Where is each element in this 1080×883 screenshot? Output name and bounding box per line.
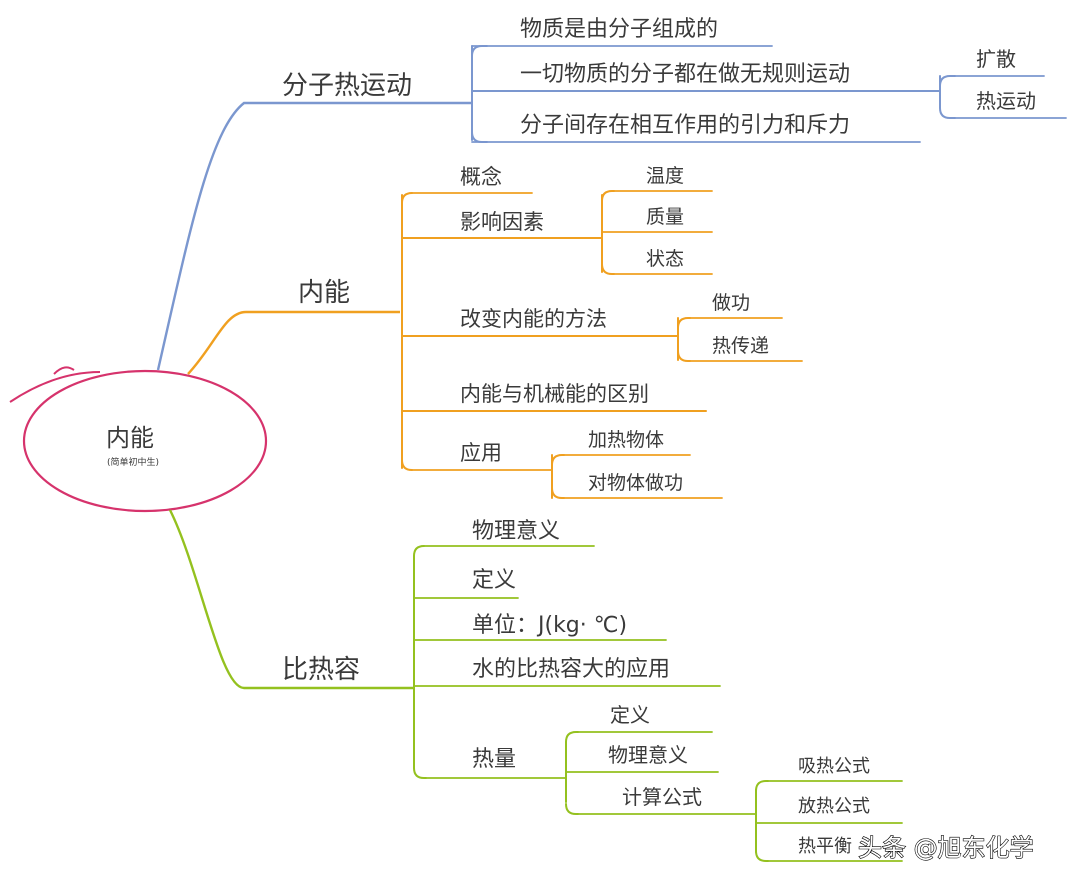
connector-root-branch-0 — [156, 101, 472, 371]
node-branch-1-child-1: 影响因素 — [460, 210, 544, 234]
connector-curve — [677, 317, 691, 329]
connector-curve — [565, 731, 579, 743]
connector-curve — [677, 350, 691, 362]
node-branch-1-child-2-sub-0: 做功 — [712, 292, 750, 314]
connector-curve — [755, 850, 769, 862]
node-branch-1-child-1-sub-2: 状态 — [646, 248, 684, 270]
node-branch-2-child-4-sub-2-leaf-2: 热平衡 — [798, 836, 852, 857]
connector-curve — [601, 190, 615, 204]
node-branch-2-child-4-sub-2: 计算公式 — [622, 785, 702, 809]
root-node[interactable]: 内能 (简单初中生) — [9, 366, 268, 513]
connector-root-branch-1 — [187, 310, 400, 375]
node-branch-1-child-2-sub-1: 热传递 — [712, 335, 769, 357]
node-branch-2-child-4-sub-2-leaf-0: 吸热公式 — [798, 756, 870, 777]
node-branch-1-child-1-sub-1: 质量 — [646, 206, 684, 228]
connector-curve — [565, 803, 579, 815]
connector-curve — [401, 192, 413, 206]
node-branch-2-child-0: 物理意义 — [472, 519, 560, 544]
connector-curve — [471, 45, 488, 61]
connector-curve — [551, 454, 565, 466]
connector-curve — [939, 75, 956, 87]
root-ellipse-stroke-tail — [53, 366, 75, 375]
node-branch-1-child-4: 应用 — [460, 441, 502, 465]
node-branch-2-child-4-sub-0: 定义 — [610, 703, 650, 727]
node-branch-2-child-1: 定义 — [472, 568, 516, 593]
connector-curve — [471, 129, 488, 143]
node-branch-2-child-4: 热量 — [472, 747, 516, 772]
node-branch-2-child-4-sub-2-leaf-1: 放热公式 — [798, 796, 870, 817]
branch-label-1: 内能 — [298, 278, 350, 308]
connector-curve — [755, 780, 769, 793]
node-branch-0-child-1-sub-1: 热运动 — [976, 89, 1036, 113]
node-branch-1-child-4-sub-0: 加热物体 — [588, 429, 664, 451]
branch-label-0: 分子热运动 — [282, 71, 412, 101]
branch-label-2: 比热容 — [282, 655, 360, 685]
node-branch-1-child-1-sub-0: 温度 — [646, 165, 684, 187]
node-branch-1-child-2: 改变内能的方法 — [460, 307, 607, 331]
connector-curve — [401, 457, 413, 471]
root-subtitle: (简单初中生) — [107, 456, 159, 468]
node-branch-0-child-1: 一切物质的分子都在做无规则运动 — [520, 62, 850, 87]
connector-curve — [601, 261, 615, 275]
watermark-text: 头条 @旭东化学 — [858, 834, 1034, 862]
connector-curve — [413, 767, 427, 779]
node-branch-0-child-2: 分子间存在相互作用的引力和斥力 — [520, 113, 850, 138]
node-branch-2-child-3: 水的比热容大的应用 — [472, 657, 670, 682]
node-branch-1-child-3: 内能与机械能的区别 — [460, 382, 649, 406]
connector-root-branch-2 — [168, 509, 414, 690]
node-branch-0-child-0: 物质是由分子组成的 — [520, 17, 718, 42]
root-ellipse-stroke-tail — [9, 371, 101, 403]
connector-curve — [939, 95, 956, 119]
root-ellipse — [22, 369, 268, 513]
connector-curve — [413, 545, 425, 559]
connector-curve — [551, 487, 565, 499]
node-branch-1-child-4-sub-1: 对物体做功 — [588, 472, 683, 494]
root-title: 内能 — [106, 424, 154, 452]
node-branch-2-child-2: 单位：J(kg· ℃) — [472, 613, 627, 638]
node-branch-0-child-1-sub-0: 扩散 — [976, 47, 1016, 71]
node-branch-1-child-0: 概念 — [460, 165, 502, 189]
node-branch-2-child-4-sub-1: 物理意义 — [608, 743, 688, 767]
